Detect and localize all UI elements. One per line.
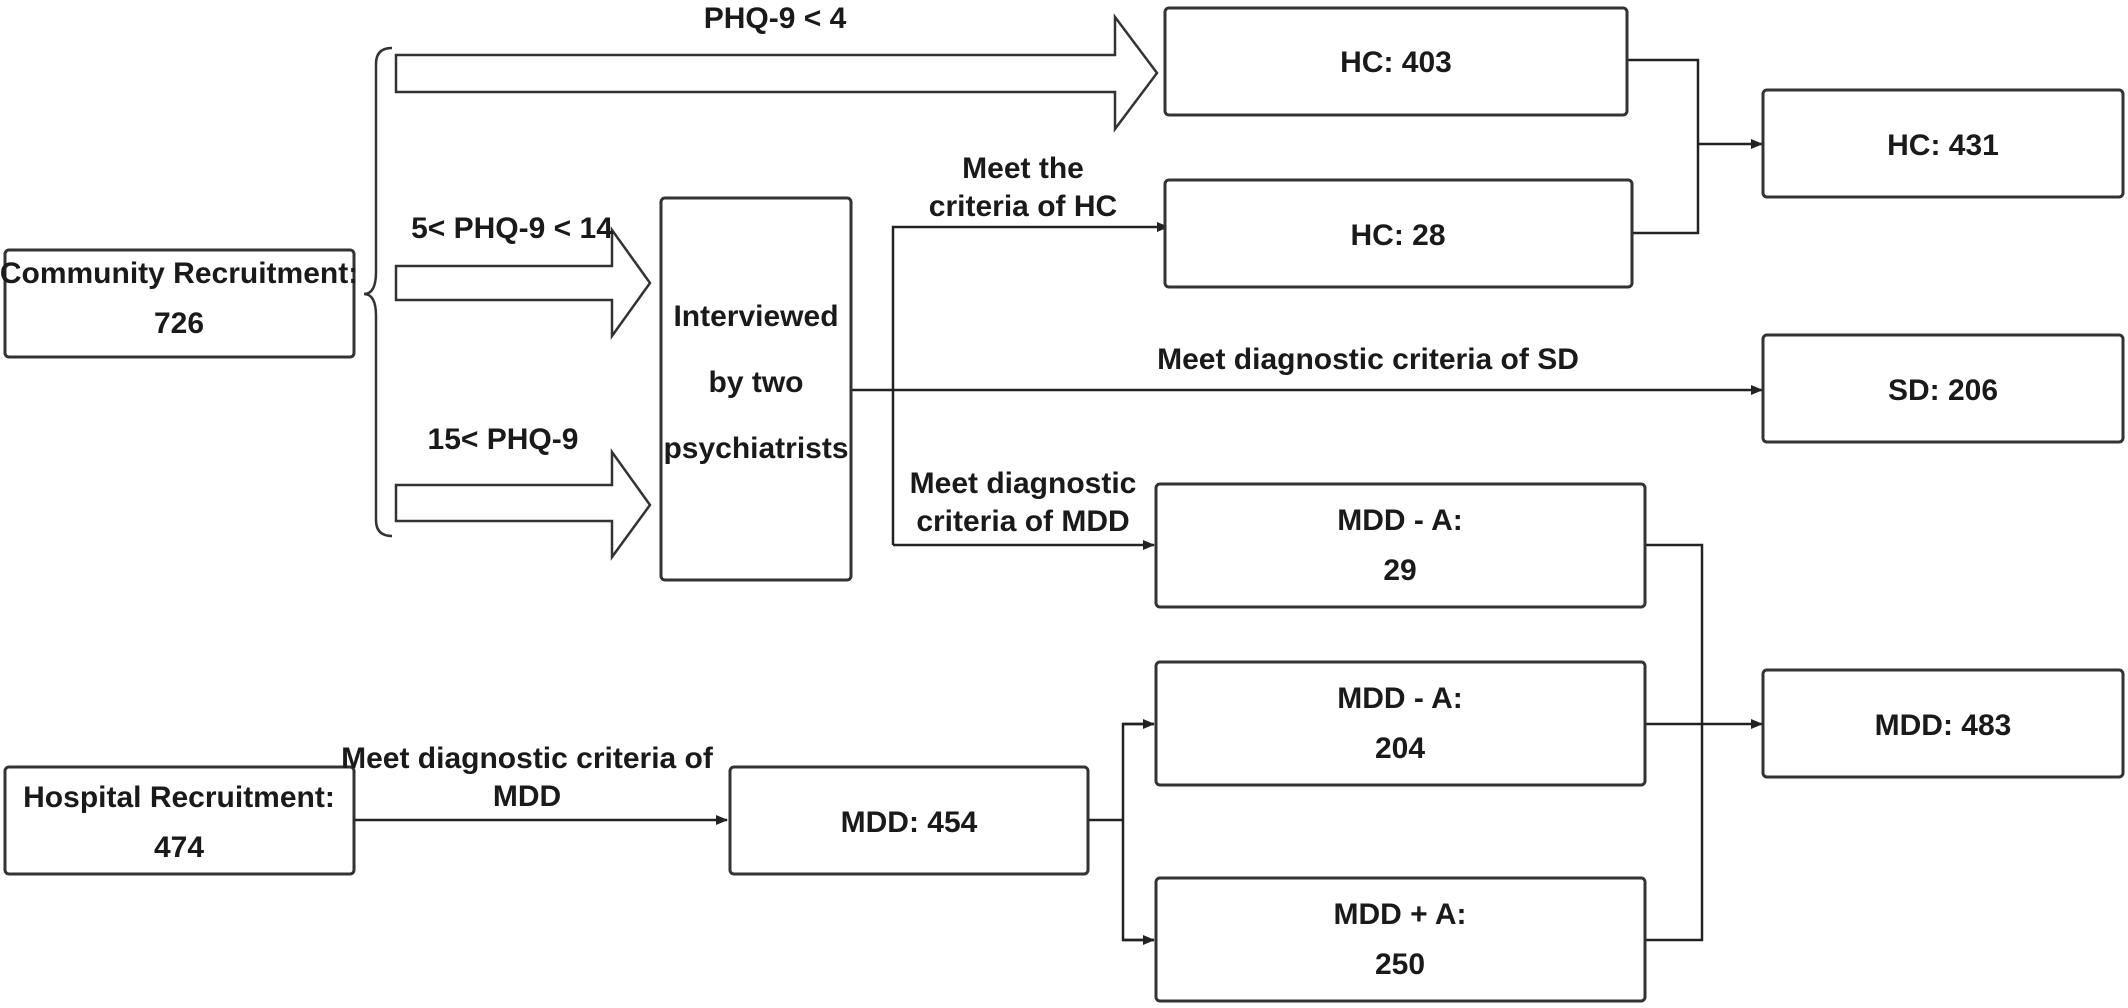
text-line: 250 xyxy=(1375,948,1425,981)
mdd-a-204-text: MDD - A: 204 xyxy=(1337,682,1463,765)
text-line: 474 xyxy=(154,831,204,864)
hc-431-box xyxy=(1761,88,2125,199)
community-recruitment-box xyxy=(3,248,356,359)
text-line: MDD: 483 xyxy=(1875,709,2012,742)
text-line: 726 xyxy=(154,307,204,340)
hospital-recruitment-box xyxy=(3,765,356,876)
text-line: HC: 28 xyxy=(1350,219,1445,252)
hc-28-text: HC: 28 xyxy=(1350,219,1445,252)
mdd-a-204-box xyxy=(1154,660,1647,787)
community-recruitment-text: Community Recruitment: 726 xyxy=(0,257,358,340)
text-line: Interviewed xyxy=(673,300,838,333)
mdd-plus-a-250-text: MDD + A: 250 xyxy=(1333,898,1466,981)
block-arrow-phq-5-14 xyxy=(394,226,652,340)
interview-text: Interviewed by two psychiatrists xyxy=(663,300,848,465)
mdd-483-text: MDD: 483 xyxy=(1875,709,2012,742)
text-line: PHQ-9 < 4 xyxy=(704,2,847,35)
sd-206-text: SD: 206 xyxy=(1888,374,1998,407)
edge-label-meet-sd: Meet diagnostic criteria of SD xyxy=(1157,343,1579,376)
block-arrow-phq-gt15 xyxy=(394,448,652,561)
text-line: MDD: 454 xyxy=(841,806,978,839)
text-line: 5< PHQ-9 < 14 xyxy=(411,212,613,245)
hc-28-box xyxy=(1163,178,1634,289)
text-line: HC: 431 xyxy=(1887,129,1999,162)
community-brace xyxy=(363,46,393,538)
edge-label-meet-hc: Meet the criteria of HC xyxy=(929,152,1117,223)
edge-label-phq-lt4: PHQ-9 < 4 xyxy=(704,2,847,35)
text-line: Meet the xyxy=(962,152,1084,185)
text-line: psychiatrists xyxy=(663,432,848,465)
text-line: MDD - A: xyxy=(1337,504,1463,537)
hospital-recruitment-text: Hospital Recruitment: 474 xyxy=(23,781,335,864)
text-line: Hospital Recruitment: xyxy=(23,781,335,814)
text-line: MDD xyxy=(493,780,561,813)
text-line: MDD - A: xyxy=(1337,682,1463,715)
mdd-a-29-box xyxy=(1154,482,1647,609)
sd-206-box xyxy=(1761,333,2125,444)
mdd-454-text: MDD: 454 xyxy=(841,806,978,839)
connector-lines xyxy=(354,58,1763,945)
text-line: criteria of HC xyxy=(929,190,1117,223)
mdd-plus-a-250-box xyxy=(1154,876,1647,1003)
edge-label-phq-gt15: 15< PHQ-9 xyxy=(428,423,579,456)
hc-431-text: HC: 431 xyxy=(1887,129,1999,162)
hc-403-box xyxy=(1163,6,1629,117)
mdd-483-box xyxy=(1761,668,2125,779)
text-line: 15< PHQ-9 xyxy=(428,423,579,456)
hc-403-text: HC: 403 xyxy=(1340,46,1452,79)
mdd-454-box xyxy=(728,765,1090,876)
text-line: by two xyxy=(709,366,804,399)
block-arrow-phq-lt4 xyxy=(394,13,1159,133)
edge-label-phq-5-14: 5< PHQ-9 < 14 xyxy=(411,212,613,245)
text-line: Community Recruitment: xyxy=(0,257,358,290)
edge-label-hospital-mdd: Meet diagnostic criteria of MDD xyxy=(341,742,714,813)
text-line: MDD + A: xyxy=(1333,898,1466,931)
mdd-a-29-text: MDD - A: 29 xyxy=(1337,504,1463,587)
interview-box xyxy=(659,196,853,582)
text-line: SD: 206 xyxy=(1888,374,1998,407)
text-line: HC: 403 xyxy=(1340,46,1452,79)
edge-label-meet-mdd: Meet diagnostic criteria of MDD xyxy=(910,467,1137,538)
text-line: 204 xyxy=(1375,732,1425,765)
text-line: Meet diagnostic criteria of xyxy=(341,742,714,775)
text-line: Meet diagnostic criteria of SD xyxy=(1157,343,1579,376)
text-line: Meet diagnostic xyxy=(910,467,1137,500)
text-line: criteria of MDD xyxy=(916,505,1129,538)
text-line: 29 xyxy=(1383,554,1416,587)
